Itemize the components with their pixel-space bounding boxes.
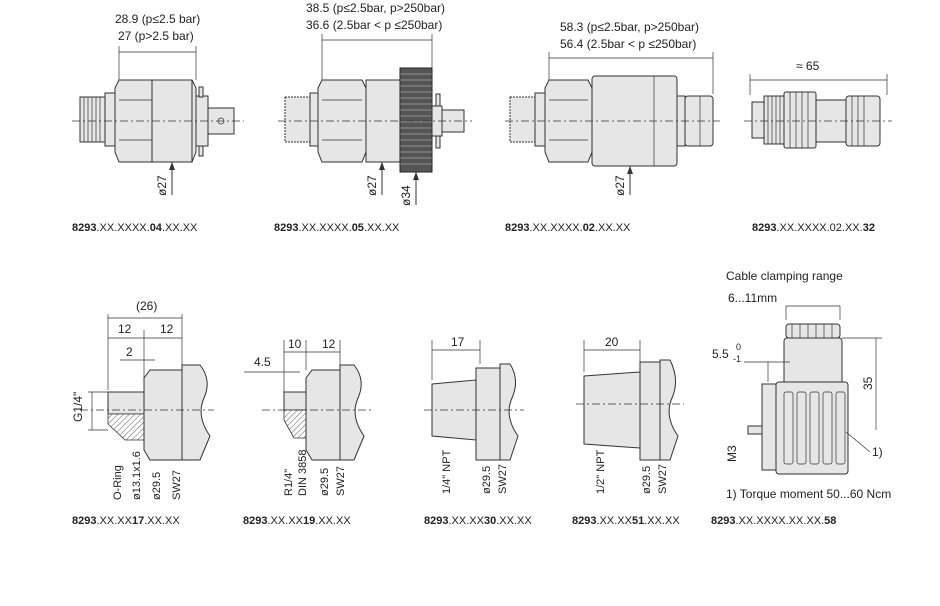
v19-l4: SW27	[335, 466, 347, 496]
v19-dim-c: 12	[322, 337, 336, 351]
svg-text:8293.XX.XX30.XX.XX: 8293.XX.XX30.XX.XX	[424, 515, 532, 527]
v19-dim-b: 10	[288, 337, 302, 351]
v02-dia: ø27	[613, 175, 627, 196]
v32-dim: ≈ 65	[796, 59, 820, 73]
v51-l2: ø29.5	[641, 466, 653, 494]
variant-05-drawing: 38.5 (p≤2.5bar, p>250bar) 36.6 (2.5bar <…	[274, 1, 472, 234]
v51-l1: 1/2" NPT	[595, 449, 607, 494]
v05-dim1: 38.5 (p≤2.5bar, p>250bar)	[306, 1, 445, 15]
svg-text:8293.XX.XXXX.05.XX.XX: 8293.XX.XXXX.05.XX.XX	[274, 222, 400, 234]
v04-dim2: 27 (p>2.5 bar)	[118, 29, 194, 43]
variant-58-drawing: Cable clamping range 6...11mm 35 5.5 0 -…	[711, 269, 891, 527]
v58-note: 1) Torque moment 50...60 Ncm	[726, 487, 891, 501]
v58-title: Cable clamping range	[726, 269, 843, 283]
v17-l4: SW27	[171, 470, 183, 500]
v19-dim-a: 4.5	[254, 355, 271, 369]
v19-l2: DIN 3858	[297, 450, 309, 496]
v58-tol-down: -1	[733, 354, 741, 364]
variant-19-drawing: 10 12 4.5 R1/4" DIN 3858 ø29.5 SW27 8293…	[243, 337, 372, 527]
v58-tol-up: 0	[736, 342, 741, 352]
v30-l1: 1/4" NPT	[441, 449, 453, 494]
v51-l3: SW27	[657, 464, 669, 494]
variant-51-drawing: 20 1/2" NPT ø29.5 SW27 8293.XX.XX51.XX.X…	[572, 335, 684, 527]
v02-dim2: 56.4 (2.5bar < p ≤250bar)	[560, 37, 696, 51]
v04-dia: ø27	[155, 175, 169, 196]
v17-thread: G1/4"	[71, 392, 85, 422]
svg-text:8293.XX.XXXX.04.XX.XX: 8293.XX.XXXX.04.XX.XX	[72, 222, 198, 234]
svg-text:8293.XX.XX17.XX.XX: 8293.XX.XX17.XX.XX	[72, 515, 180, 527]
svg-text:8293.XX.XXXX.02.XX.32: 8293.XX.XXXX.02.XX.32	[752, 222, 875, 234]
svg-text:8293.XX.XXXX.XX.XX.58: 8293.XX.XXXX.XX.XX.58	[711, 515, 836, 527]
svg-text:8293.XX.XXXX.02.XX.XX: 8293.XX.XXXX.02.XX.XX	[505, 222, 631, 234]
variant-04-drawing: 28.9 (p≤2.5 bar) 27 (p>2.5 bar) ø27 8293…	[72, 12, 244, 234]
variant-32-drawing: ≈ 65 8293.XX.XXXX.02.XX.32	[744, 59, 892, 234]
v05-dia2: ø34	[399, 185, 413, 206]
variant-02-drawing: 58.3 (p≤2.5bar, p>250bar) 56.4 (2.5bar <…	[505, 20, 720, 234]
v19-l1: R1/4"	[283, 469, 295, 496]
v17-dim-c: 2	[126, 345, 133, 359]
variant-30-drawing: 17 1/4" NPT ø29.5 SW27 8293.XX.XX30.XX.X…	[424, 335, 532, 527]
v19-l3: ø29.5	[319, 468, 331, 496]
v04-dim1: 28.9 (p≤2.5 bar)	[115, 12, 200, 26]
svg-text:8293.XX.XX19.XX.XX: 8293.XX.XX19.XX.XX	[243, 515, 351, 527]
v58-dim-h: 35	[861, 376, 875, 390]
v58-range: 6...11mm	[728, 291, 777, 305]
variant-17-drawing: (26) 12 12 2 G1/4" O-Ring ø13.1x1.6 ø29.…	[71, 299, 214, 527]
v17-l1: O-Ring	[112, 465, 124, 500]
v58-ref: 1)	[872, 445, 883, 459]
v17-dim-a: 12	[118, 322, 132, 336]
v30-l2: ø29.5	[481, 466, 493, 494]
v58-dim-a: 5.5	[712, 347, 729, 361]
v17-dim-b: 12	[160, 322, 174, 336]
v51-dim: 20	[605, 335, 619, 349]
v17-l2: ø13.1x1.6	[131, 451, 143, 500]
v17-dim-total: (26)	[136, 299, 157, 313]
v58-m3: M3	[725, 445, 739, 462]
v30-l3: SW27	[497, 464, 509, 494]
v30-dim: 17	[451, 335, 465, 349]
v17-l3: ø29.5	[151, 472, 163, 500]
svg-text:8293.XX.XX51.XX.XX: 8293.XX.XX51.XX.XX	[572, 515, 680, 527]
v02-dim1: 58.3 (p≤2.5bar, p>250bar)	[560, 20, 699, 34]
v05-dia1: ø27	[365, 175, 379, 196]
v05-dim2: 36.6 (2.5bar < p ≤250bar)	[306, 18, 442, 32]
